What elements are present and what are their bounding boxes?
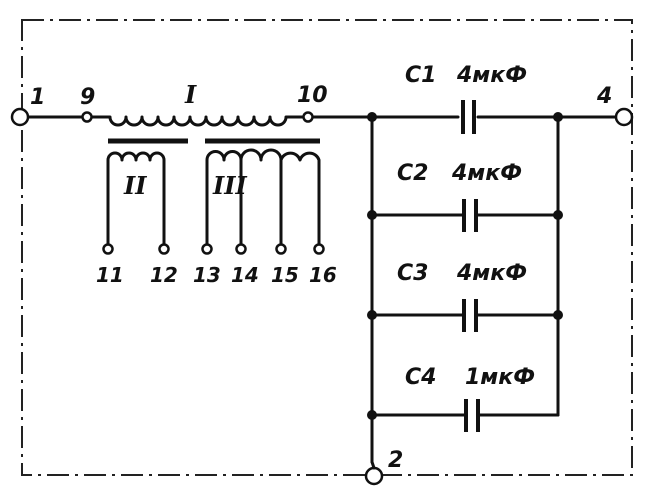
label-terminal-2: 2 <box>388 448 403 473</box>
terminal-1 <box>10 107 30 127</box>
label-terminal-1: 1 <box>30 85 45 110</box>
terminal-12 <box>158 243 170 255</box>
label-terminal-4: 4 <box>596 84 612 109</box>
terminal-9 <box>81 111 93 123</box>
label-terminal-15: 15 <box>271 263 299 287</box>
label-terminal-13: 13 <box>193 263 221 287</box>
enclosure-border <box>21 19 633 476</box>
terminal-16 <box>313 243 325 255</box>
winding-II-coil <box>106 151 166 247</box>
terminal-15 <box>275 243 287 255</box>
winding-I-coil <box>88 115 304 127</box>
wire-to-terminal-2 <box>370 460 376 470</box>
junction-dot <box>553 310 563 320</box>
label-winding-III: III <box>212 171 247 200</box>
label-c2-ref: C2 <box>397 161 428 186</box>
label-terminal-14: 14 <box>231 263 259 287</box>
junction-dot <box>553 112 563 122</box>
terminal-2 <box>364 466 384 486</box>
junction-dot <box>367 210 377 220</box>
terminal-13 <box>201 243 213 255</box>
label-c4-ref: C4 <box>405 365 436 390</box>
label-terminal-9: 9 <box>80 85 95 110</box>
terminal-10 <box>302 111 314 123</box>
label-terminal-12: 12 <box>150 263 178 287</box>
label-c1-ref: C1 <box>405 63 436 88</box>
winding-III-section-b <box>239 148 283 247</box>
terminal-4 <box>614 107 634 127</box>
label-c2-value: 4мкФ <box>451 161 522 186</box>
winding-III-section-a <box>205 150 243 247</box>
label-c1-value: 4мкФ <box>456 63 527 88</box>
label-terminal-16: 16 <box>309 263 337 287</box>
label-winding-I: I <box>184 80 197 109</box>
winding-III-section-c <box>279 151 321 247</box>
terminal-14 <box>235 243 247 255</box>
junction-dot <box>553 210 563 220</box>
label-winding-II: II <box>123 171 147 200</box>
junction-dot <box>367 112 377 122</box>
label-terminal-10: 10 <box>297 83 328 108</box>
junction-dot <box>367 310 377 320</box>
terminal-11 <box>102 243 114 255</box>
label-c3-ref: C3 <box>397 261 428 286</box>
junction-dot <box>367 410 377 420</box>
label-terminal-11: 11 <box>96 263 124 287</box>
label-c3-value: 4мкФ <box>456 261 527 286</box>
label-c4-value: 1мкФ <box>465 365 535 390</box>
